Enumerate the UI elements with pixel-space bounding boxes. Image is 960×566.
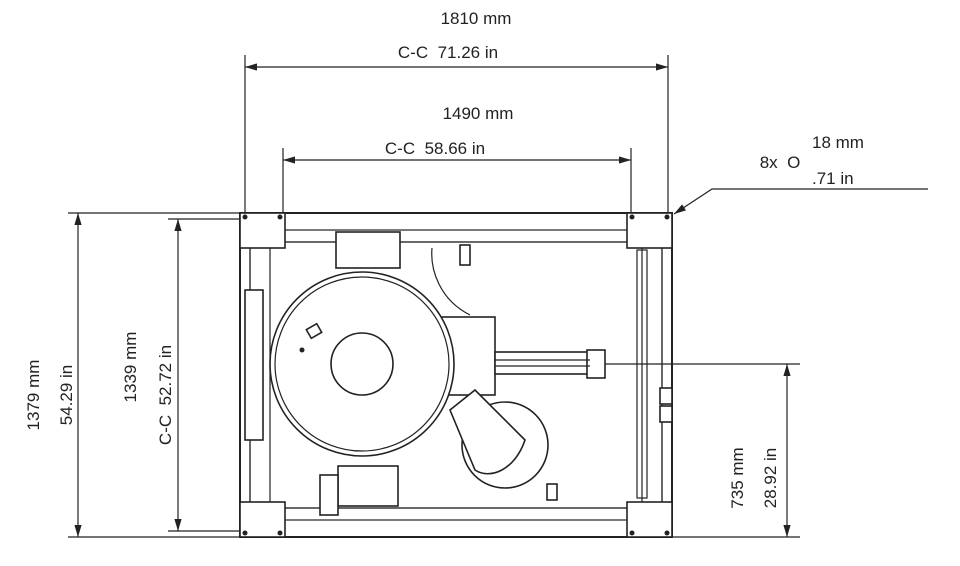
center-height-in: 28.92 in: [761, 448, 780, 509]
inner-depth-mm: 1339 mm: [121, 332, 140, 403]
center-height-mm: 735 mm: [728, 447, 747, 508]
corner-brackets: [239, 212, 673, 538]
inner-width-in: C-C 58.66 in: [385, 139, 485, 158]
inner-width-mm: 1490 mm: [443, 104, 514, 123]
hole-diameter-mm: 18 mm: [812, 133, 864, 152]
hole-count: 8x O: [760, 153, 801, 172]
blower: [449, 349, 606, 489]
dimension-inner-width: 1490 mm C-C 58.66 in: [282, 104, 632, 213]
hole-callout: 8x O 18 mm .71 in: [673, 133, 928, 215]
inner-depth-in: C-C 52.72 in: [156, 345, 175, 445]
overall-width-mm: 1810 mm: [441, 9, 512, 28]
overall-depth-mm: 1379 mm: [24, 360, 43, 431]
overall-width-in: C-C 71.26 in: [398, 43, 498, 62]
hole-diameter-in: .71 in: [812, 169, 854, 188]
machine-frame: [239, 212, 673, 538]
dimension-inner-depth: 1339 mm C-C 52.72 in: [121, 218, 240, 532]
overall-depth-in: 54.29 in: [57, 365, 76, 426]
drum: [269, 271, 455, 457]
dimension-overall-depth: 1379 mm 54.29 in: [24, 212, 800, 538]
dimension-overall-width: 1810 mm C-C 71.26 in: [244, 9, 669, 213]
